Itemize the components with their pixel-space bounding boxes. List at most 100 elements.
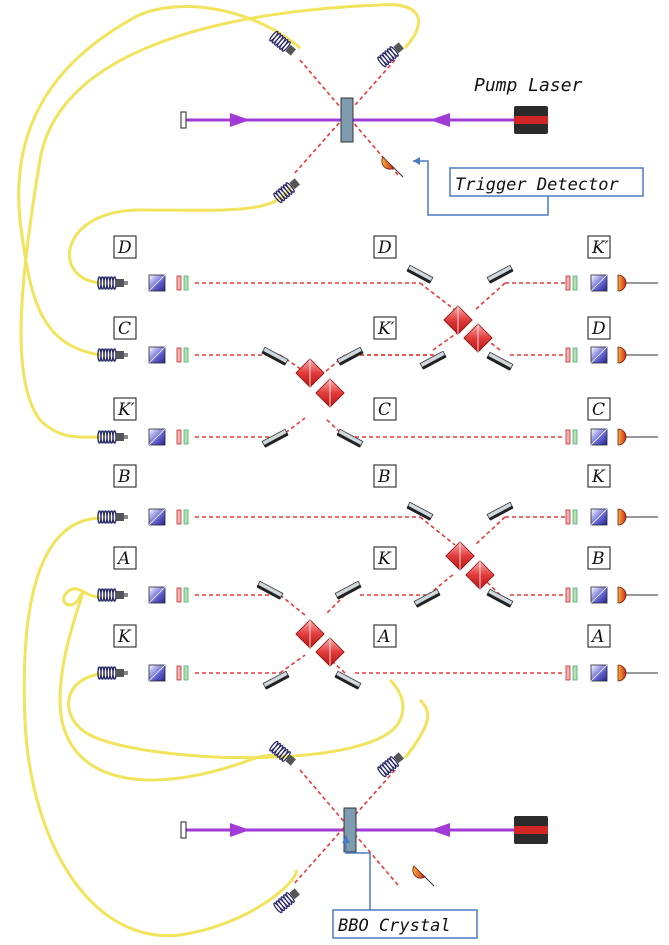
right-channel-label: K′ [591, 238, 609, 258]
trigger-detector-box [449, 167, 644, 197]
right-channel-label-box [587, 235, 611, 259]
beam-splitter-diagonal [457, 305, 459, 335]
signal-beam [279, 354, 306, 373]
mirror-icon [406, 264, 434, 284]
left-channel-label-box [113, 546, 137, 570]
mirror-back [406, 505, 432, 521]
detector-lead [390, 164, 404, 178]
fiber-coupler-icon [269, 30, 296, 56]
fiber-coil-icon [273, 892, 295, 914]
signal-beam [474, 516, 506, 546]
beam-splitter-icon [315, 378, 345, 408]
right-channel-label-box [587, 546, 611, 570]
mirror-icon [486, 264, 514, 284]
middle-channel-label: C [378, 400, 391, 420]
fiber-coil-icon [97, 510, 117, 524]
fiber-coupler-icon [116, 513, 124, 521]
left-channel-label: A [116, 549, 130, 569]
pump-arrow [430, 113, 450, 127]
fiber-coupler-icon [377, 42, 404, 68]
detector-icon [617, 508, 627, 526]
fiber-coupler-head [285, 754, 296, 766]
waveplate-icon [572, 347, 578, 363]
right-channel-label-box [587, 397, 611, 421]
waveplate-icon [176, 275, 182, 291]
fiber [67, 672, 405, 760]
mirror-back [264, 674, 290, 690]
right-channel-label: B [591, 549, 605, 569]
fiber-coil-icon [273, 182, 295, 204]
laser-stripe [514, 826, 548, 834]
fiber-coupler-head [393, 42, 404, 54]
fiber-coupler-tip [124, 353, 128, 357]
beam-dump-icon [180, 821, 187, 839]
middle-channel-label: A [376, 627, 390, 647]
pump-arrow [230, 113, 250, 127]
mirror-back [336, 584, 362, 600]
beam-splitter-icon [463, 323, 493, 353]
detector-icon [381, 156, 395, 170]
fiber [19, 3, 421, 439]
optical-fibers [17, 3, 430, 938]
waveplate-icon [572, 665, 578, 681]
middle-channel-label: B [377, 467, 391, 487]
right-channel-label: C [592, 400, 605, 420]
waveplate-icon [176, 347, 182, 363]
middle-channel-label-box [373, 316, 397, 340]
middle-channel-label: K [377, 549, 392, 569]
beam-splitter-diagonal [309, 619, 311, 649]
trigger-detector-callout: Trigger Detector [413, 157, 644, 216]
fiber-coupler-icon [116, 279, 124, 287]
bbo-crystal-label: BBO Crystal [338, 916, 451, 936]
beam-splitter-diagonal [329, 637, 331, 667]
polarizer-diagonal [590, 274, 608, 292]
signal-beam [279, 594, 306, 616]
fiber-coupler-icon [269, 740, 296, 766]
fiber-coil-icon [97, 348, 117, 362]
mirror-icon [336, 428, 364, 448]
beam-splitter-icon [443, 305, 473, 335]
detector-icon [617, 664, 627, 682]
waveplate-icon [565, 347, 571, 363]
mirror-icon [262, 670, 290, 690]
middle-channel-label-box [373, 624, 397, 648]
waveplate-icon [572, 429, 578, 445]
signal-beam [477, 572, 501, 596]
middle-channel-label: K′ [377, 319, 395, 339]
signal-beam [292, 769, 396, 886]
polarizer-diagonal [590, 508, 608, 526]
detector-icon [617, 428, 627, 446]
waveplate-icon [183, 587, 189, 603]
fiber-coupler-icon [273, 178, 300, 204]
fiber-coupler-icon [377, 752, 404, 778]
beam-splitter-icon [465, 560, 495, 590]
mirror-back [486, 355, 512, 371]
left-channel-label-box [113, 235, 137, 259]
mirror-back [261, 350, 287, 366]
fiber [17, 5, 301, 357]
left-channel-label: K [117, 627, 132, 647]
signal-beam [324, 354, 346, 373]
polarizer-diagonal [148, 586, 166, 604]
polarizer-diagonal [590, 428, 608, 446]
polarizer-diagonal [148, 346, 166, 364]
detector-icon [617, 274, 627, 292]
mirror-icon [419, 350, 447, 370]
beam-splitter-icon [295, 619, 325, 649]
fiber-coil-icon [97, 430, 117, 444]
right-channel-label: D [591, 319, 606, 339]
waveplate-icon [183, 509, 189, 525]
fiber-coupler-icon [116, 669, 124, 677]
left-channel-label: C [118, 319, 131, 339]
detector-icon [412, 865, 426, 879]
fiber-coupler-icon [116, 591, 124, 599]
detector-icon [617, 586, 627, 604]
fiber-coupler-head [285, 44, 296, 56]
pump-arrow [230, 823, 250, 837]
signal-beam [292, 59, 396, 176]
waveplate-icon [183, 665, 189, 681]
signal-beam [474, 282, 506, 311]
mirror-icon [406, 501, 434, 521]
fiber-coil-icon [97, 588, 117, 602]
